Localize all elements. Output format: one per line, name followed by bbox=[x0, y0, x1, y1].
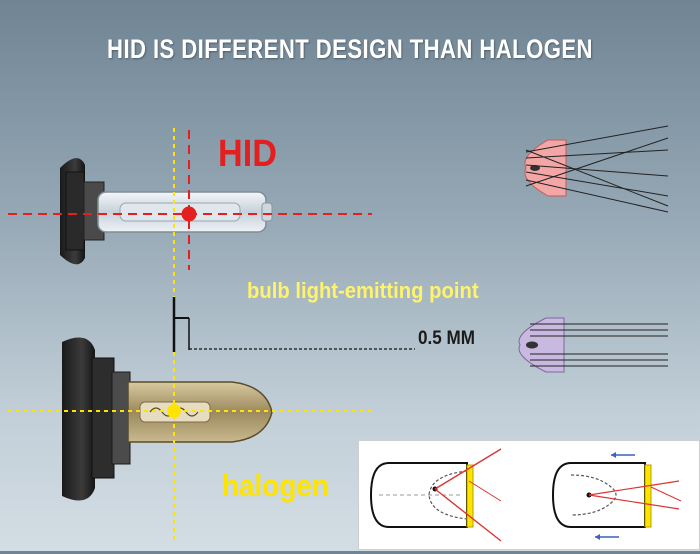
hid-crosshair bbox=[8, 130, 372, 270]
emitting-point-label: bulb light-emitting point bbox=[247, 278, 479, 303]
reflector-section-right bbox=[551, 452, 682, 540]
page-title: HID IS DIFFERENT DESIGN THAN HALOGEN bbox=[107, 34, 593, 64]
halogen-ray-diagram bbox=[518, 317, 668, 373]
hid-ray-diagram bbox=[524, 125, 669, 213]
halogen-emitting-point bbox=[167, 404, 181, 418]
reflector-cross-sections bbox=[369, 448, 682, 542]
halogen-label: halogen bbox=[222, 468, 329, 503]
reflector-section-left bbox=[369, 448, 502, 542]
offset-bracket bbox=[172, 297, 415, 352]
hid-emitting-point bbox=[181, 206, 197, 222]
hid-label: HID bbox=[218, 133, 277, 175]
reflector-comparison-panel bbox=[358, 440, 700, 550]
offset-label: 0.5 MM bbox=[418, 328, 476, 349]
halogen-crosshair bbox=[8, 128, 372, 540]
hid-bulb bbox=[60, 158, 273, 265]
